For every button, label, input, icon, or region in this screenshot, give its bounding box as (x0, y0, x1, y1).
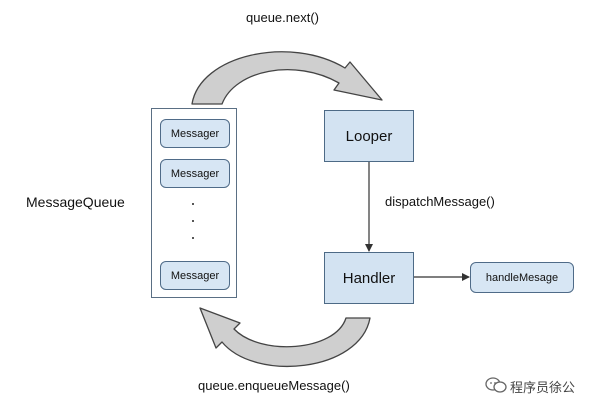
looper-box: Looper (324, 110, 414, 162)
ellipsis-dot (192, 220, 194, 222)
queue-label: MessageQueue (26, 194, 125, 210)
handler-box: Handler (324, 252, 414, 304)
top-arrow-label: queue.next() (246, 10, 319, 25)
handle-message-box: handleMesage (470, 262, 574, 293)
bottom-curved-arrow (199, 307, 371, 368)
message-item: Messager (160, 159, 230, 188)
top-curved-arrow (191, 51, 383, 105)
wechat-icon (485, 377, 507, 393)
bottom-arrow-label: queue.enqueueMessage() (198, 378, 350, 393)
message-item: Messager (160, 261, 230, 290)
ellipsis-dot (192, 203, 194, 205)
message-item: Messager (160, 119, 230, 148)
dispatch-label: dispatchMessage() (385, 194, 495, 209)
watermark-text: 程序员徐公 (510, 380, 576, 395)
ellipsis-dot (192, 237, 194, 239)
